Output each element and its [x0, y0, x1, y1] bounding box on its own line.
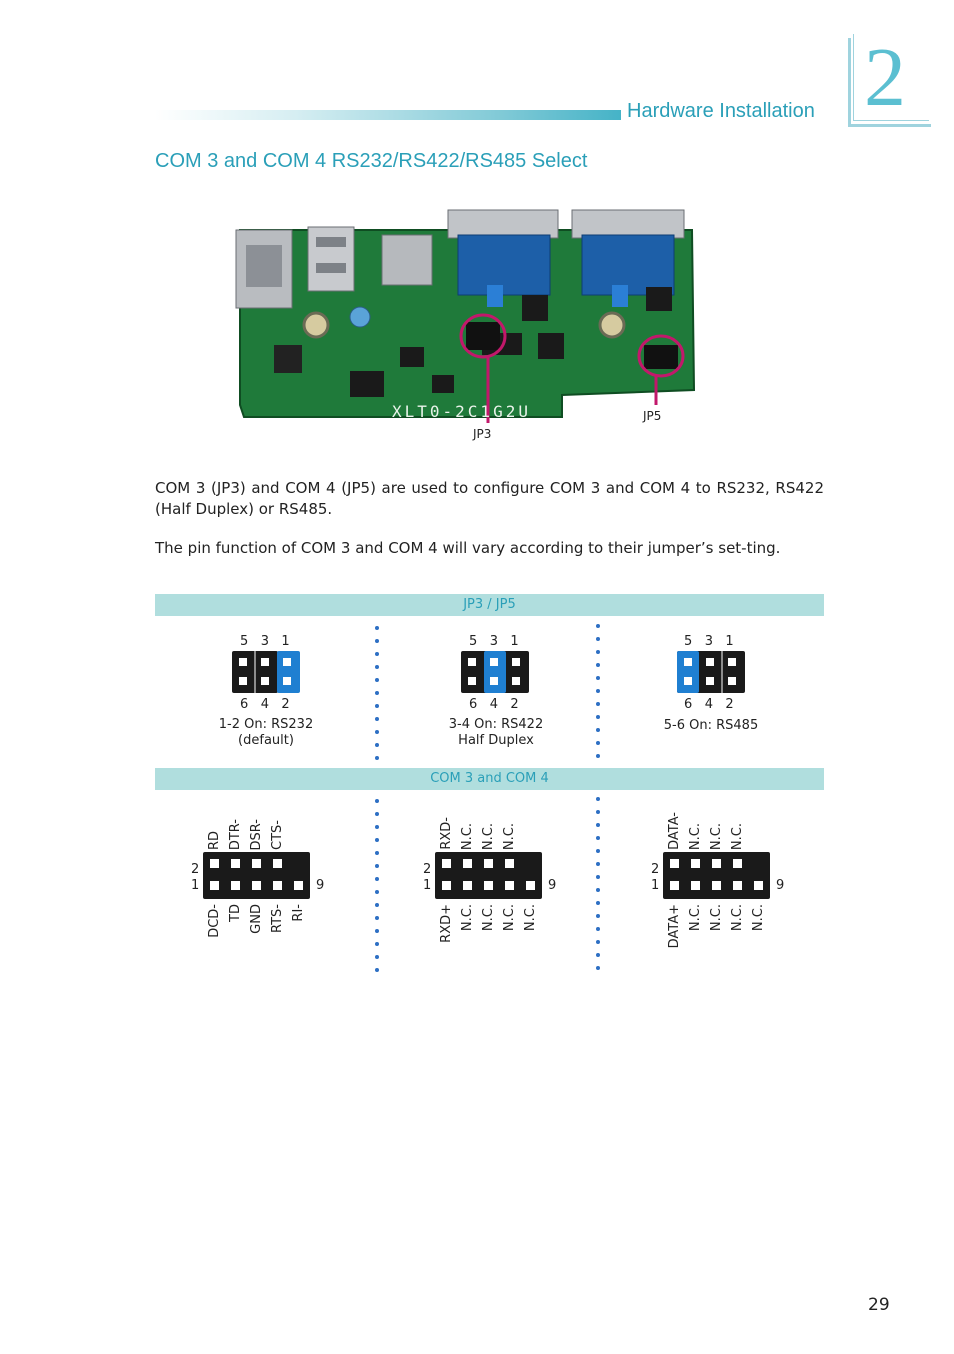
pin-9-label: 9	[548, 878, 557, 893]
page-number: 29	[868, 1295, 890, 1315]
board-photo: XLT0-2C1G2U JP3 JP5	[235, 209, 696, 441]
divider-dots	[596, 624, 600, 767]
com-header-rs485	[663, 852, 770, 899]
divider-dots	[596, 797, 600, 979]
jumper-band: JP3 / JP5	[155, 594, 824, 616]
chapter-frame	[853, 34, 929, 121]
jp5-label: JP5	[642, 409, 661, 423]
board-silk-text: XLT0-2C1G2U	[392, 402, 531, 421]
jumper-top-pins: 5 3 1	[469, 634, 519, 649]
jumper-bottom-pins: 6 4 2	[684, 697, 734, 712]
pin-9-label: 9	[316, 878, 325, 893]
pin-2-label: 2	[191, 862, 200, 877]
pin-1-label: 1	[191, 878, 200, 893]
jumper-bottom-pins: 6 4 2	[240, 697, 290, 712]
pin-2-label: 2	[651, 862, 660, 877]
pin-1-label: 1	[651, 878, 660, 893]
jumper-rs232-diagram	[232, 651, 300, 693]
jumper-caption: 5-6 On: RS485	[663, 718, 759, 733]
jp3-label: JP3	[472, 427, 491, 441]
com-band: COM 3 and COM 4	[155, 768, 824, 790]
pin-function-paragraph: The pin function of COM 3 and COM 4 will…	[155, 539, 781, 557]
pin-2-label: 2	[423, 862, 432, 877]
jumper-rs422-diagram	[461, 651, 529, 693]
header-top-labels: DATA- N.C. N.C. N.C.	[667, 812, 745, 850]
com-header-rs422	[435, 852, 542, 899]
section-header: Hardware Installation	[627, 100, 815, 122]
divider-dots	[375, 626, 379, 769]
chapter-frame-outer	[848, 38, 931, 127]
header-bottom-labels: RXD+ N.C. N.C. N.C. N.C.	[439, 904, 538, 943]
divider-dots	[375, 799, 379, 981]
jumper-bottom-pins: 6 4 2	[469, 697, 519, 712]
pin-9-label: 9	[776, 878, 785, 893]
pin-1-label: 1	[423, 878, 432, 893]
jumper-top-pins: 5 3 1	[684, 634, 734, 649]
header-bottom-labels: DCD- TD GND RTS- RI-	[207, 904, 306, 938]
intro-paragraph: COM 3 (JP3) and COM 4 (JP5) are used to …	[155, 479, 824, 518]
page-title: COM 3 and COM 4 RS232/RS422/RS485 Select	[155, 150, 588, 172]
jumper-top-pins: 5 3 1	[240, 634, 290, 649]
chapter-number: 2	[864, 31, 906, 124]
header-top-labels: RXD- N.C. N.C. N.C.	[439, 817, 517, 850]
com-header-rs232	[203, 852, 310, 899]
jumper-caption: 1-2 On: RS232(default)	[218, 717, 314, 748]
jumper-rs485-diagram	[677, 651, 745, 693]
header-top-labels: RD DTR- DSR- CTS-	[207, 818, 285, 850]
header-rule	[155, 110, 621, 120]
header-bottom-labels: DATA+ N.C. N.C. N.C. N.C.	[667, 904, 766, 949]
